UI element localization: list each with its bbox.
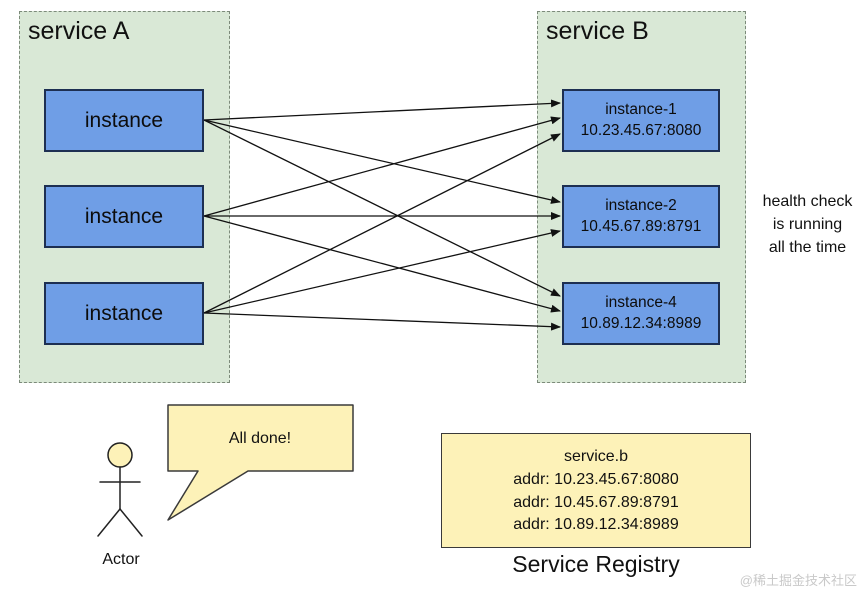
service-b-instance-4: instance-4 10.89.12.34:8989	[562, 282, 720, 345]
health-note-line: is running	[772, 216, 843, 234]
arrow-a3-b4	[203, 312, 561, 331]
health-check-note: health check is running all the time	[750, 190, 865, 260]
instance-label: instance	[84, 204, 164, 228]
service-registry-box: service.b addr: 10.23.45.67:8080 addr: 1…	[441, 433, 751, 548]
arrow-a1-b1	[203, 99, 561, 121]
service-b-instance-2: instance-2 10.45.67.89:8791	[562, 185, 720, 248]
instance-label: instance	[84, 301, 164, 325]
arrow-a2-b4	[203, 215, 561, 313]
arrow-a1-b2	[203, 119, 561, 204]
health-note-line: all the time	[768, 239, 847, 257]
actor-label: Actor	[102, 551, 140, 568]
registry-entry: addr: 10.45.67.89:8791	[513, 493, 679, 511]
registry-entry: addr: 10.89.12.34:8989	[513, 516, 679, 534]
registry-entry: addr: 10.23.45.67:8080	[513, 470, 679, 488]
service-b-title: service B	[546, 17, 649, 45]
arrow-a3-b1	[203, 133, 561, 314]
actor-right-leg	[119, 508, 143, 537]
service-b-instance-1: instance-1 10.23.45.67:8080	[562, 89, 720, 152]
instance-address: 10.89.12.34:8989	[580, 314, 702, 332]
registry-service-name: service.b	[563, 448, 629, 466]
watermark: @稀土掘金技术社区	[739, 573, 857, 588]
instance-label: instance	[84, 108, 164, 132]
service-a-instance-2: instance	[44, 185, 204, 248]
instance-address: 10.23.45.67:8080	[580, 121, 702, 139]
service-a-title: service A	[28, 17, 130, 45]
service-registry-caption: Service Registry	[512, 551, 680, 577]
arrow-a3-b2	[203, 229, 561, 314]
instance-name: instance-2	[605, 197, 677, 215]
speech-bubble-text: All done!	[228, 430, 292, 447]
service-a-instance-1: instance	[44, 89, 204, 152]
instance-name: instance-1	[605, 101, 677, 119]
health-note-line: health check	[762, 193, 853, 210]
actor-left-leg	[97, 508, 121, 537]
actor-head	[107, 442, 133, 468]
arrow-a1-b4	[203, 119, 561, 297]
arrow-a2-b1	[203, 116, 561, 217]
instance-name: instance-4	[605, 294, 677, 312]
service-a-instance-3: instance	[44, 282, 204, 345]
instance-address: 10.45.67.89:8791	[580, 217, 702, 235]
